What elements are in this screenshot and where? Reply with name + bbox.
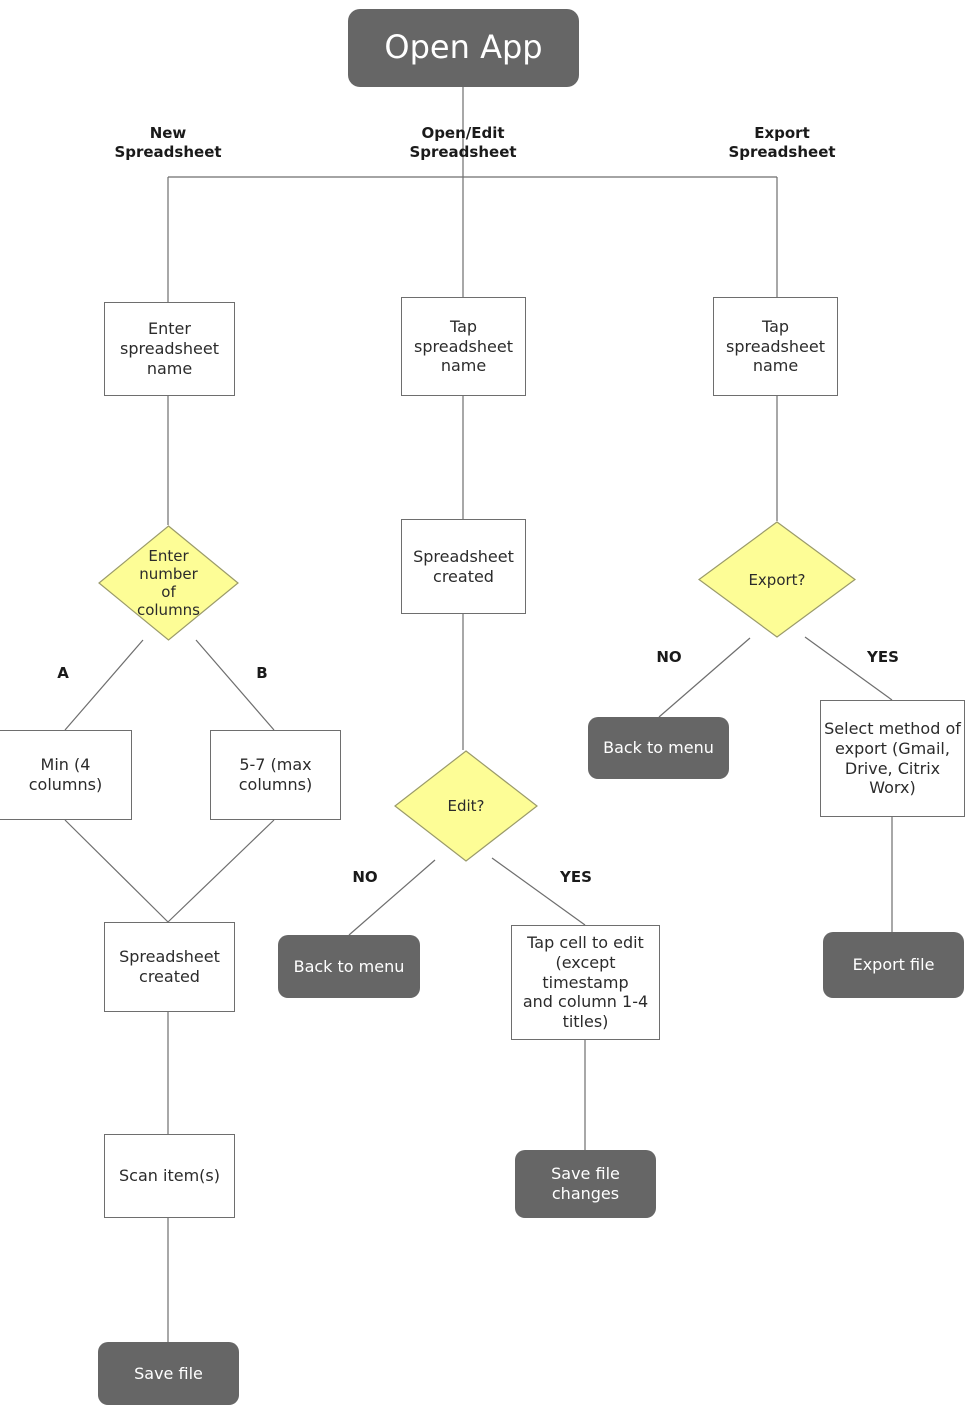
branch-label-open-edit-spreadsheet: Open/Edit Spreadsheet [409,124,517,161]
node-tap-spreadsheet-name-middle[interactable]: Tap spreadsheet name [401,297,526,396]
node-min-columns-label: Min (4 columns) [28,755,103,794]
node-min-columns[interactable]: Min (4 columns) [0,730,132,820]
diamond-shape-edit [394,750,538,862]
edge-label-column-b: B [256,664,268,682]
node-tap-cell-to-edit[interactable]: Tap cell to edit (except timestamp and c… [511,925,660,1040]
node-spreadsheet-created-left-label: Spreadsheet created [119,947,220,986]
node-spreadsheet-created-middle-label: Spreadsheet created [413,546,514,586]
connector-columns-to-min [64,639,144,731]
node-scan-items[interactable]: Scan item(s) [104,1134,235,1218]
node-open-app[interactable]: Open App [348,9,579,87]
branch-label-new-spreadsheet: New Spreadsheet [114,124,222,161]
node-scan-items-label: Scan item(s) [119,1166,220,1186]
edge-label-edit-yes: YES [560,868,592,886]
node-back-to-menu-edit-label: Back to menu [293,956,405,976]
node-tap-cell-to-edit-label: Tap cell to edit (except timestamp and c… [522,933,649,1031]
node-enter-spreadsheet-name[interactable]: Enter spreadsheet name [104,302,235,396]
node-max-columns[interactable]: 5-7 (max columns) [210,730,341,820]
node-back-to-menu-edit[interactable]: Back to menu [278,935,420,998]
node-export-decision-label: Export? [748,570,806,589]
node-tap-spreadsheet-name-right-label: Tap spreadsheet name [726,316,825,376]
node-spreadsheet-created-middle[interactable]: Spreadsheet created [401,519,526,614]
node-save-file-changes-label: Save file changes [551,1164,620,1203]
node-spreadsheet-created-left[interactable]: Spreadsheet created [104,922,235,1012]
node-tap-spreadsheet-name-middle-label: Tap spreadsheet name [414,316,513,376]
node-save-file[interactable]: Save file [98,1342,239,1405]
node-back-to-menu-export-label: Back to menu [603,738,714,758]
node-save-file-label: Save file [134,1363,203,1383]
node-tap-spreadsheet-name-right[interactable]: Tap spreadsheet name [713,297,838,396]
connector-max-to-created [167,819,275,923]
diamond-shape-export [698,521,856,638]
diamond-shape-columns [98,525,239,641]
node-export-decision[interactable]: Export? [698,521,856,638]
edge-label-export-no: NO [656,648,682,666]
node-enter-number-of-columns[interactable]: Enter number of columns [98,525,239,641]
connector-columns-to-max [195,639,275,731]
connector-export-yes [804,636,893,701]
edge-label-column-a: A [57,664,69,682]
edge-label-edit-no: NO [352,868,378,886]
node-select-export-method[interactable]: Select method of export (Gmail, Drive, C… [820,700,965,817]
node-export-file-label: Export file [852,955,935,975]
edge-label-export-yes: YES [867,648,899,666]
node-open-app-text: Open App [384,28,543,67]
node-export-file[interactable]: Export file [823,932,964,998]
branch-label-export-spreadsheet: Export Spreadsheet [728,124,836,161]
node-save-file-changes[interactable]: Save file changes [515,1150,656,1218]
connector-min-to-created [64,819,169,923]
node-max-columns-label: 5-7 (max columns) [238,755,313,794]
node-select-export-method-label: Select method of export (Gmail, Drive, C… [824,719,961,798]
node-enter-number-of-columns-label: Enter number of columns [136,547,201,619]
node-enter-spreadsheet-name-label: Enter spreadsheet name [120,319,219,378]
node-back-to-menu-export[interactable]: Back to menu [588,717,729,779]
node-edit-decision[interactable]: Edit? [394,750,538,862]
node-edit-decision-label: Edit? [447,797,485,815]
